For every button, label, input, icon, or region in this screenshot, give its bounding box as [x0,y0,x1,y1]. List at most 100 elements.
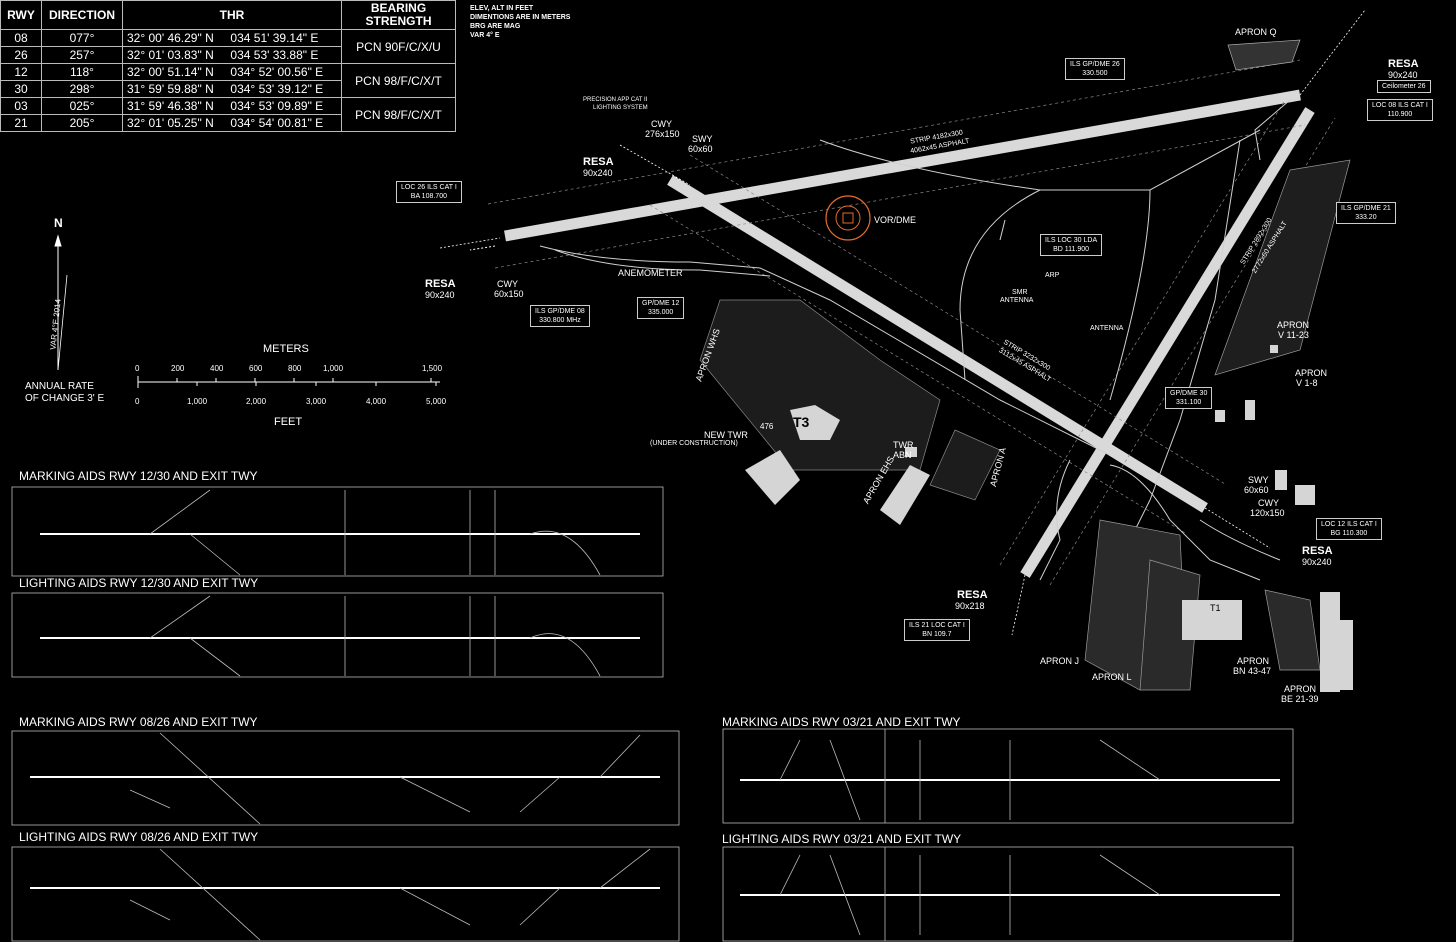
apron-v18-sub: V 1-8 [1296,378,1318,388]
scale-feet-tick: 2,000 [246,397,267,406]
gpdme12-line2: 335.000 [648,309,674,316]
dir-cell: 025° [41,97,123,115]
thr-cell: 31° 59' 46.38" N 034° 53' 09.89" E [122,97,342,115]
panel-12-30-lighting [11,592,664,678]
swy-30-dim: 60x60 [1244,485,1269,495]
scale-feet-tick: 3,000 [306,397,327,406]
runway-12-30[interactable] [667,175,1208,513]
loc30-line2: BD 111.900 [1053,246,1090,253]
scale-feet-tick: 1,000 [187,397,208,406]
thr-cell: 31° 59' 59.88" N 034° 53' 39.12" E [122,80,342,98]
under-construction-label: (UNDER CONSTRUCTION) [650,440,738,447]
twr-abn-label: TWR [893,440,914,450]
note-line: BRG ARE MAG [470,23,521,30]
rwy-cell: 26 [0,46,42,64]
panel-title-08-26-marking: MARKING AIDS RWY 08/26 AND EXIT TWY [19,715,258,729]
terminal-t1-label: T1 [1210,603,1221,613]
cwy-30-dim: 120x150 [1250,508,1285,518]
annual-rate-line1: ANNUAL RATE [25,381,94,392]
ils21loc-box: ILS 21 LOC CAT I BN 109.7 [904,619,970,641]
scale-meter-tick: 400 [210,364,224,373]
note-line: VAR 4° E [470,32,500,39]
apron-bn-sub: BN 43-47 [1233,666,1272,676]
thr-cell: 32° 00' 51.14" N 034° 52' 00.56" E [122,63,342,81]
pcn-cell: PCN 90F/C/X/U [341,29,456,64]
cwy-12-label: CWY [651,119,672,129]
vor-dme-symbol [825,195,871,241]
ils21loc-line1: ILS 21 LOC CAT I [909,622,965,629]
ils-gp26-line1: ILS GP/DME 26 [1070,61,1120,68]
panel-title-08-26-lighting: LIGHTING AIDS RWY 08/26 AND EXIT TWY [19,830,259,844]
rwy-cell: 12 [0,63,42,81]
runway-08-26[interactable] [469,89,1301,251]
scale-meter-tick: 1,500 [422,364,443,373]
resa-12-dim: 90x240 [583,168,613,178]
panel-03-21-lighting [722,846,1294,942]
apron-be-sub: BE 21-39 [1281,694,1319,704]
scale-meter-tick: 0 [135,364,140,373]
smr-label: SMR [1012,289,1028,296]
resa-30-dim: 90x240 [1302,557,1332,567]
twr-elevation: 476 [760,422,774,431]
scale-meter-tick: 200 [171,364,185,373]
scale-feet-tick: 5,000 [426,397,447,406]
thr-cell: 32° 00' 46.29" N 034 51' 39.14" E [122,29,342,47]
scale-feet-tick: 4,000 [366,397,387,406]
apron-j-label: APRON J [1040,656,1080,666]
table-header-row: RWY DIRECTION THR BEARING STRENGTH [0,0,456,30]
gpdme12-line1: GP/DME 12 [642,300,680,307]
panel-title-12-30-marking: MARKING AIDS RWY 12/30 AND EXIT TWY [19,469,258,483]
cwy-08-label: CWY [497,279,518,289]
runway-03-21[interactable] [1020,107,1315,578]
new-twr-label: NEW TWR [704,430,748,440]
loc26-line2: BA 108.700 [410,193,447,200]
apron-bn-label: APRON [1237,656,1270,666]
col-rwy: RWY [0,0,42,30]
antenna-label: ANTENNA [1090,325,1124,332]
scale-feet-tick: 0 [135,397,140,406]
arp-label: ARP [1045,272,1060,279]
scale-meter-tick: 1,000 [323,364,344,373]
resa-26-dim: 90x240 [1388,70,1418,80]
thr-cell: 32° 01' 03.83" N 034 53' 33.88" E [122,46,342,64]
scale-bar [137,376,440,388]
resa-12-label: RESA [583,156,614,168]
north-arrow [54,234,68,371]
ils-gp08-line2: 330.800 MHz [539,317,581,324]
smr-antenna-label: ANTENNA [1000,297,1034,304]
north-label: N [54,216,63,230]
apron-v1123-label: APRON [1277,320,1310,330]
resa-08-label: RESA [425,278,456,290]
note-line: ELEV, ALT IN FEET [470,5,534,12]
rwy-cell: 03 [0,97,42,115]
ils-gp21-line2: 333.20 [1355,214,1377,221]
col-bearing: BEARING STRENGTH [341,0,456,30]
apron-q-label: APRON Q [1235,27,1277,37]
resa-03-label: RESA [957,589,988,601]
rwy-cell: 21 [0,114,42,132]
taxiways[interactable] [539,99,1291,581]
apron-l-label: APRON L [1092,672,1132,682]
dir-cell: 077° [41,29,123,47]
ils21loc-line2: BN 109.7 [922,631,952,638]
terminal-t3-label: T3 [793,414,810,430]
chart-notes: ELEV, ALT IN FEET DIMENTIONS ARE IN METE… [470,4,570,40]
precision-line2: LIGHTING SYSTEM [593,105,648,111]
panel-08-26-marking [11,730,680,826]
loc12-line2: BG 110.300 [1330,530,1368,537]
panel-title-03-21-lighting: LIGHTING AIDS RWY 03/21 AND EXIT TWY [722,832,962,846]
rwy-cell: 30 [0,80,42,98]
loc08-line2: 110.900 [1387,111,1413,118]
dir-cell: 298° [41,80,123,98]
apron-v18-label: APRON [1295,368,1328,378]
